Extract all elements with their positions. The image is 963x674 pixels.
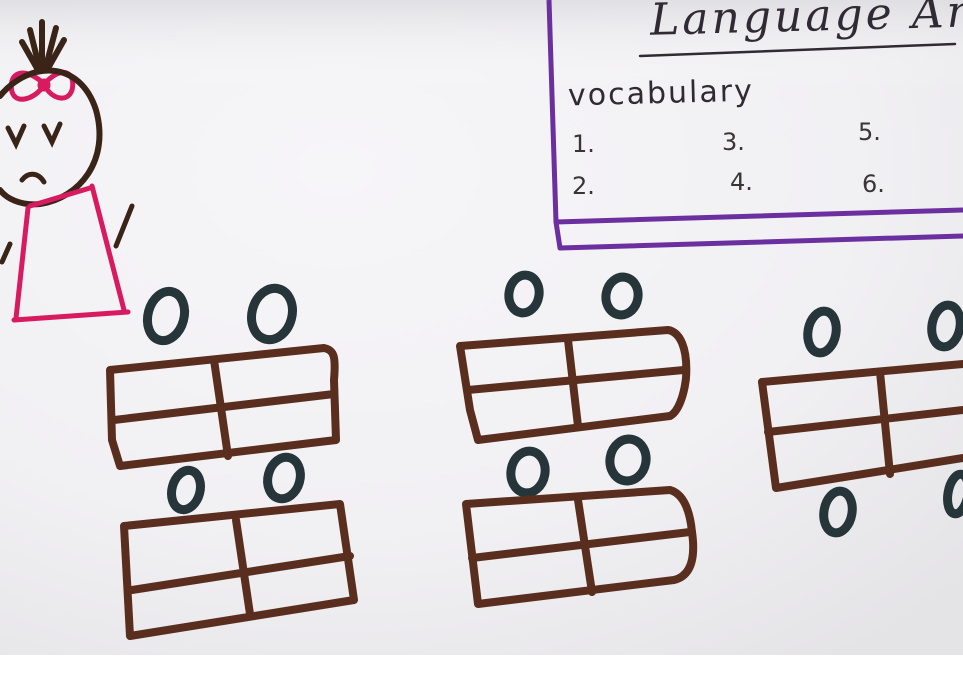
chair-circle	[821, 489, 856, 535]
chair-circle	[508, 448, 549, 495]
chair-circle	[945, 473, 963, 516]
desk-group-3	[762, 364, 963, 488]
chair-circle	[607, 436, 650, 484]
desk-group-2-bottom	[466, 490, 693, 604]
chair-circle	[929, 303, 963, 349]
chair-circle	[167, 467, 204, 513]
chair-circle	[142, 287, 190, 345]
desk-group-2-top	[460, 330, 686, 440]
chair-circle	[805, 309, 840, 355]
chair-circle	[603, 275, 641, 318]
desk-group-1-bottom	[124, 504, 354, 636]
chair-circle	[263, 454, 305, 503]
chair-circle	[246, 284, 298, 345]
chair-circle	[506, 273, 542, 316]
desk-group-1-top	[110, 348, 336, 466]
